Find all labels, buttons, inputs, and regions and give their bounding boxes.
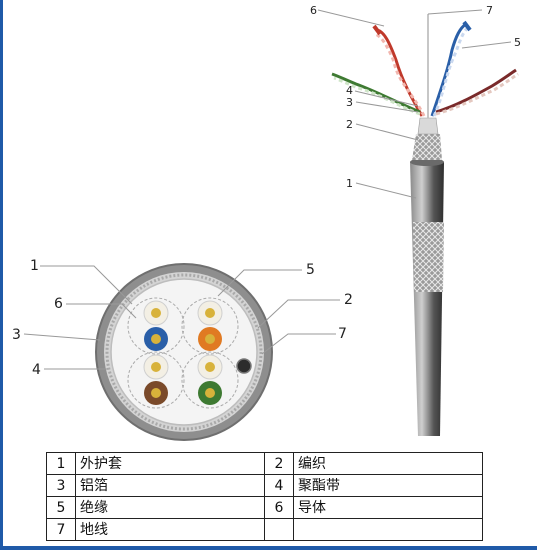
section-label-2: 2 (344, 292, 353, 308)
legend-num: 7 (46, 518, 76, 541)
legend-num: 1 (46, 452, 76, 475)
legend-row: 1 外护套 2 编织 (46, 452, 483, 475)
legend-text: 导体 (293, 496, 483, 519)
twisted-pair-red (373, 28, 426, 117)
side-label-5: 5 (514, 36, 521, 49)
legend-num: 5 (46, 496, 76, 519)
legend-num: 3 (46, 474, 76, 497)
pair-bottom-right (181, 351, 239, 409)
braid-fray (412, 134, 442, 160)
section-label-7: 7 (338, 326, 347, 342)
outer-jacket-side (410, 162, 444, 436)
side-label-3: 3 (346, 96, 353, 109)
drain-wire (236, 358, 252, 374)
legend-text (293, 518, 483, 541)
legend-table: 1 外护套 2 编织 3 铝箔 4 聚酯带 5 绝缘 6 导体 7 地线 (46, 452, 483, 541)
braid-band-side (413, 222, 444, 292)
legend-num: 4 (264, 474, 294, 497)
legend-num: 2 (264, 452, 294, 475)
side-label-4: 4 (346, 84, 353, 97)
pair-top-left (127, 297, 185, 355)
side-view-cable (331, 14, 519, 436)
section-label-6: 6 (54, 296, 63, 312)
twisted-pair-brown (435, 68, 519, 116)
section-label-5: 5 (306, 262, 315, 278)
left-accent-bar (0, 0, 3, 550)
legend-text: 绝缘 (75, 496, 265, 519)
braid-ring (105, 273, 263, 431)
legend-row: 5 绝缘 6 导体 (46, 496, 483, 519)
side-label-1: 1 (346, 177, 353, 190)
section-callout-labels: 1 6 3 4 5 2 7 (12, 258, 353, 378)
side-callout-labels: 6 7 5 4 3 2 1 (310, 4, 521, 190)
bottom-accent-bar (0, 546, 537, 550)
legend-num (264, 518, 294, 541)
side-label-6: 6 (310, 4, 317, 17)
twisted-pair-green (331, 72, 421, 116)
legend-text: 编织 (293, 452, 483, 475)
foil-ring (110, 278, 258, 426)
foil-top (417, 117, 439, 135)
side-label-7: 7 (486, 4, 493, 17)
side-leaders (317, 9, 512, 199)
legend-num: 6 (264, 496, 294, 519)
twisted-pair-blue (430, 22, 469, 117)
section-label-4: 4 (32, 362, 41, 378)
pair-bottom-left (127, 351, 185, 409)
section-label-3: 3 (12, 327, 21, 343)
section-label-1: 1 (30, 258, 39, 274)
legend-text: 聚酯带 (293, 474, 483, 497)
legend-row: 7 地线 (46, 518, 483, 541)
legend-text: 地线 (75, 518, 265, 541)
legend-text: 外护套 (75, 452, 265, 475)
legend-row: 3 铝箔 4 聚酯带 (46, 474, 483, 497)
section-leaders (23, 265, 340, 370)
pair-top-right (181, 297, 239, 355)
cross-section (95, 263, 273, 441)
legend-text: 铝箔 (75, 474, 265, 497)
side-label-2: 2 (346, 118, 353, 131)
